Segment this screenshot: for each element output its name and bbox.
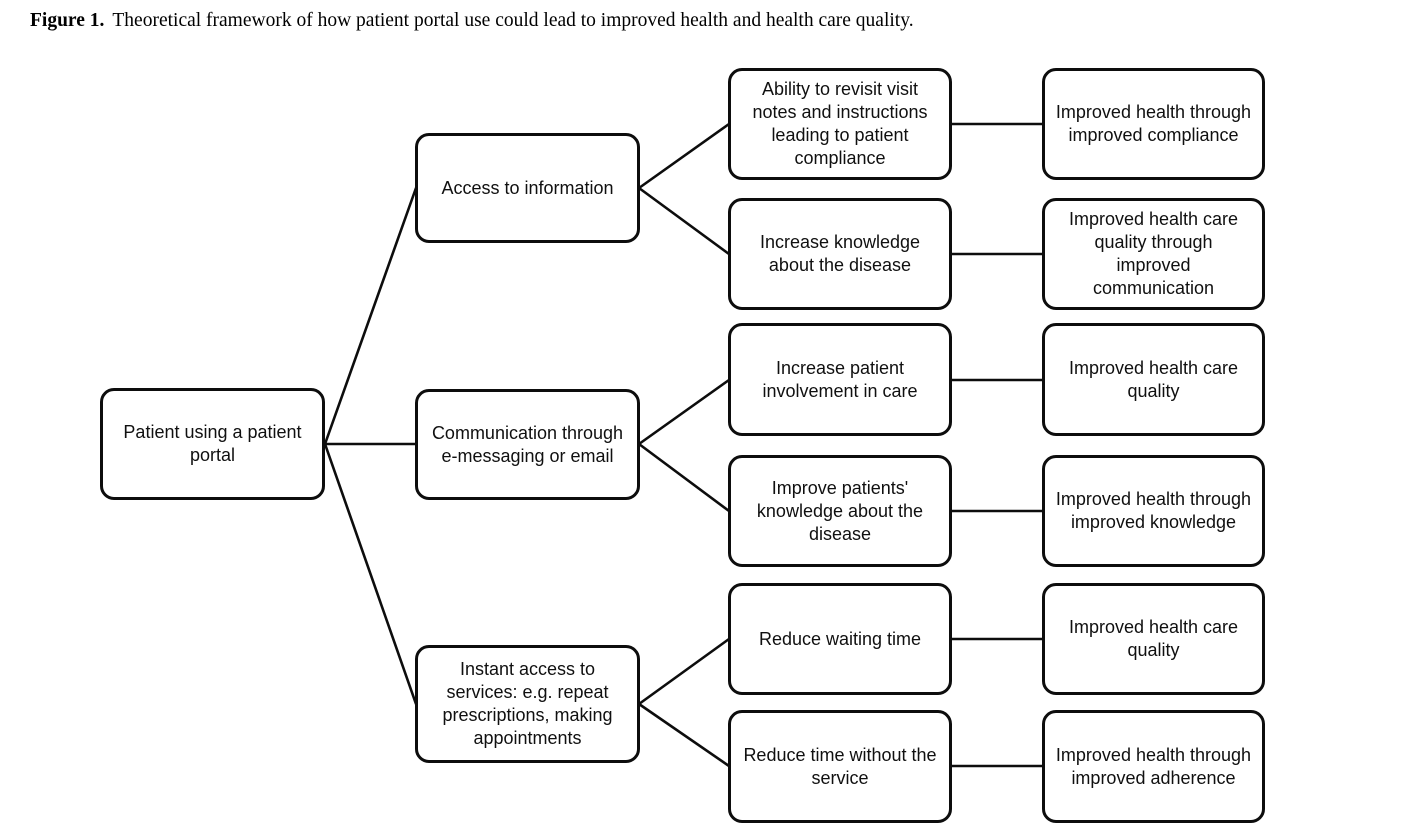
figure-caption: Figure 1. Theoretical framework of how pa… <box>30 10 914 32</box>
node-improved-quality-communication: Improved health care quality through imp… <box>1042 198 1265 310</box>
node-improved-health-care-quality-top: Improved health care quality <box>1042 323 1265 436</box>
node-instant-access-to-services: Instant access to services: e.g. repeat … <box>415 645 640 763</box>
node-improved-health-adherence-label: Improved health through improved adheren… <box>1055 744 1252 788</box>
connector-root-instant <box>323 442 418 706</box>
node-access-to-information: Access to information <box>415 133 640 243</box>
node-improved-health-knowledge: Improved health through improved knowled… <box>1042 455 1265 567</box>
node-reduce-waiting-time-label: Reduce waiting time <box>758 628 922 649</box>
node-improved-quality-communication-label: Improved health care quality through imp… <box>1068 209 1239 298</box>
connector-communication-improve-knowledge <box>637 442 731 513</box>
node-improved-health-care-quality-bottom-label: Improved health care quality <box>1068 617 1239 660</box>
connector-root-access <box>323 186 418 446</box>
node-improved-health-compliance-label: Improved health through improved complia… <box>1055 102 1252 145</box>
node-increase-patient-involvement-label: Increase patient involvement in care <box>762 357 918 401</box>
node-access-to-information-label: Access to information <box>441 177 614 198</box>
connector-communication-involvement <box>637 378 731 446</box>
connector-instant-reduce-time <box>637 702 731 768</box>
node-improved-health-compliance: Improved health through improved complia… <box>1042 68 1265 180</box>
connector-instant-reduce-waiting <box>637 637 731 706</box>
node-improved-health-knowledge-label: Improved health through improved knowled… <box>1055 489 1252 532</box>
node-revisit-notes-compliance: Ability to revisit visit notes and instr… <box>728 68 952 180</box>
connector-access-increase-knowledge <box>637 186 731 256</box>
node-reduce-time-without-service: Reduce time without the service <box>728 710 952 823</box>
node-improved-health-adherence: Improved health through improved adheren… <box>1042 710 1265 823</box>
node-increase-knowledge-disease-label: Increase knowledge about the disease <box>759 232 921 275</box>
connector-access-revisit <box>637 122 731 190</box>
node-reduce-time-without-service-label: Reduce time without the service <box>743 744 937 788</box>
figure-caption-text: Theoretical framework of how patient por… <box>112 10 914 31</box>
node-revisit-notes-compliance-label: Ability to revisit visit notes and instr… <box>752 79 928 168</box>
node-increase-patient-involvement: Increase patient involvement in care <box>728 323 952 436</box>
node-communication-e-messaging-label: Communication through e-messaging or ema… <box>431 422 624 466</box>
node-improved-health-care-quality-bottom: Improved health care quality <box>1042 583 1265 695</box>
node-increase-knowledge-disease: Increase knowledge about the disease <box>728 198 952 310</box>
node-communication-e-messaging: Communication through e-messaging or ema… <box>415 389 640 500</box>
node-improved-health-care-quality-top-label: Improved health care quality <box>1068 357 1239 401</box>
figure-number: Figure 1. <box>30 10 105 31</box>
node-improve-patients-knowledge-label: Improve patients' knowledge about the di… <box>756 477 924 544</box>
node-improve-patients-knowledge: Improve patients' knowledge about the di… <box>728 455 952 567</box>
node-patient-using-portal: Patient using a patient portal <box>100 388 325 500</box>
node-reduce-waiting-time: Reduce waiting time <box>728 583 952 695</box>
node-instant-access-to-services-label: Instant access to services: e.g. repeat … <box>442 659 613 748</box>
node-patient-using-portal-label: Patient using a patient portal <box>123 422 302 465</box>
